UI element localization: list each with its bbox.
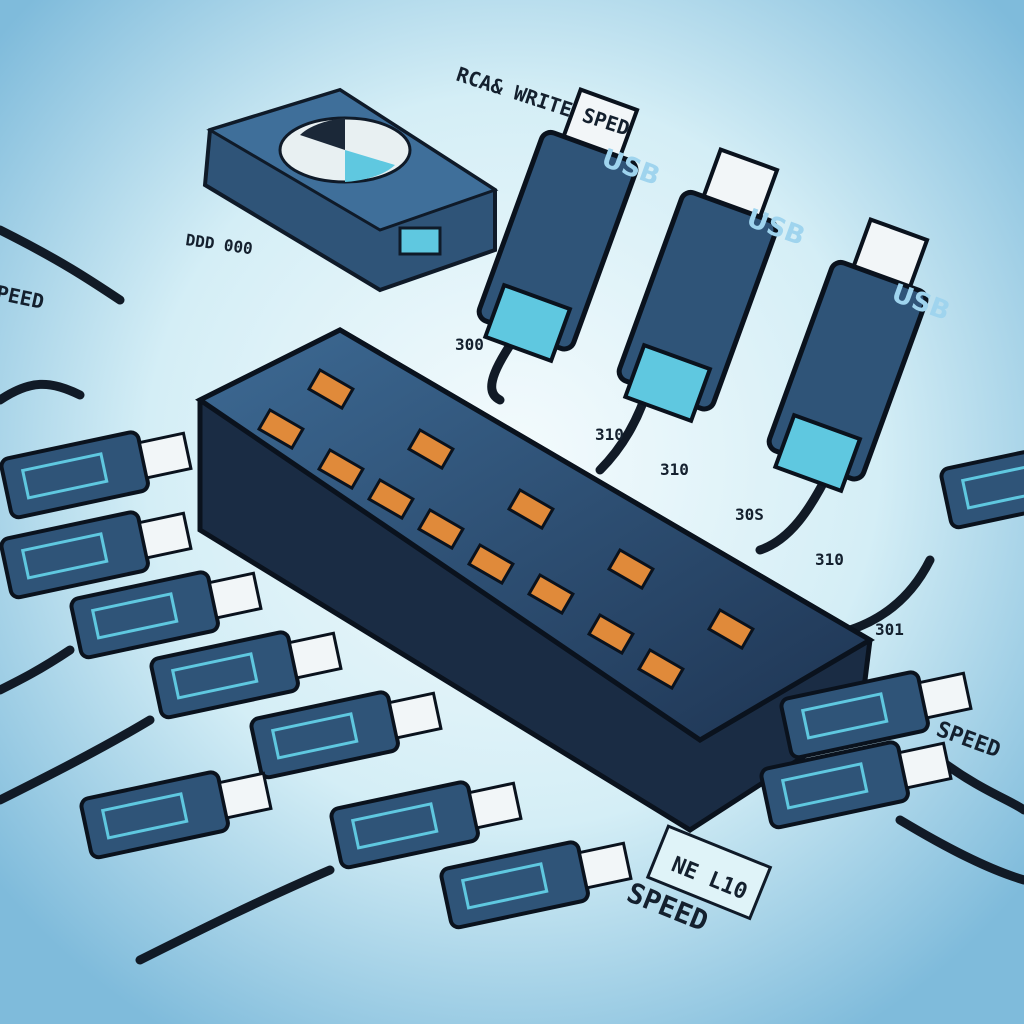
number-label: 30S: [735, 505, 764, 524]
number-label: 301: [875, 620, 904, 639]
usb-port: [366, 477, 415, 521]
flash-drive: [476, 86, 640, 364]
flash-drive: [0, 430, 193, 520]
usb-port: [586, 612, 635, 656]
hub-ports: [256, 367, 755, 691]
flash-drive: [439, 840, 633, 930]
number-label: 310: [595, 425, 624, 444]
number-label: 310: [815, 550, 844, 569]
usb-port: [416, 507, 465, 551]
usb-port: [606, 547, 655, 591]
flash-drive: [766, 216, 930, 494]
card-reader-device: [202, 87, 499, 293]
usb-port: [406, 427, 455, 471]
number-label: 310: [660, 460, 689, 479]
flash-drive: [0, 510, 193, 600]
usb-port: [316, 447, 365, 491]
usb-port: [506, 487, 555, 531]
usb-port: [526, 572, 575, 616]
flash-drive: [939, 440, 1024, 530]
number-label: 300: [455, 335, 484, 354]
flash-drive: [616, 146, 780, 424]
flash-drive: [69, 570, 263, 660]
flash-drive: [149, 630, 343, 720]
usb-port: [706, 607, 755, 651]
flash-drive: [779, 670, 973, 760]
flash-drives: [0, 86, 1024, 930]
flash-drive: [329, 780, 523, 870]
flash-drive: [759, 740, 953, 830]
usb-port: [636, 647, 685, 691]
flash-drive: [249, 690, 443, 780]
usb-port: [466, 542, 515, 586]
flash-drive: [79, 770, 273, 860]
speed-tag: [645, 824, 773, 921]
usb-port: [256, 407, 305, 451]
usb-port: [306, 367, 355, 411]
